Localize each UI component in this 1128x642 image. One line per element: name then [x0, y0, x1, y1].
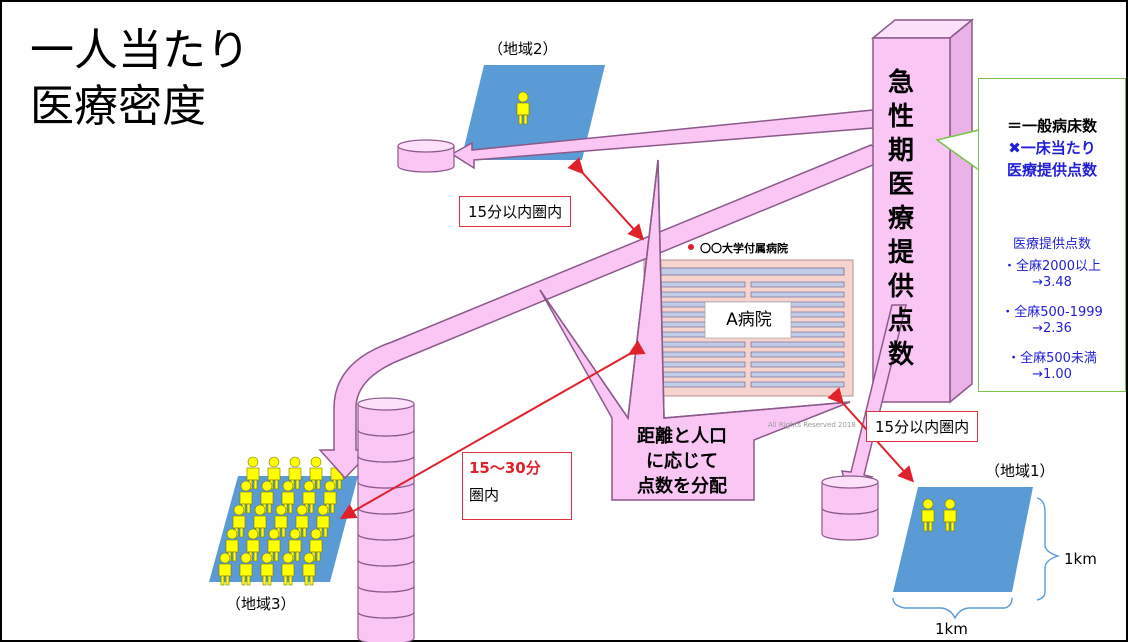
cylinder-segment: [357, 585, 415, 619]
hospital-window-row: [750, 381, 845, 388]
legend-formula-1: ＝一般病床数: [1006, 117, 1097, 135]
hospital-window-row: [750, 291, 845, 298]
legend-box: ＝一般病床数 ✖一床当たり 医療提供点数 医療提供点数 ・全麻2000以上 →3…: [978, 78, 1126, 392]
legend-formula-3: 医療提供点数: [1006, 161, 1097, 179]
hospital-window-row: [651, 361, 746, 368]
scale-bracket-horizontal: [892, 597, 1013, 620]
legend-header: 医療提供点数: [1012, 237, 1091, 252]
region-3-label: （地域3）: [226, 595, 296, 613]
hospital-window-row: [651, 341, 746, 348]
pillar-char: 療: [887, 204, 914, 234]
hospital-window-row: [651, 381, 746, 388]
region-2-plane: [461, 65, 605, 160]
callout-line-2: に応じて: [646, 451, 718, 472]
legend-value-2: →2.36: [1032, 321, 1072, 336]
hospital-name: A病院: [726, 310, 772, 330]
hospital-window-row: [750, 351, 845, 358]
scale-bracket-vertical: [1036, 497, 1061, 601]
distance-arrow-region-3: [339, 340, 646, 519]
cylinder-region-2: [397, 139, 455, 173]
hospital-watermark: All Rights Reserved 2018: [768, 421, 856, 429]
callout-line-1: 距離と人口: [637, 426, 727, 447]
hospital-window-row: [651, 371, 746, 378]
pillar-char: 点: [887, 306, 914, 336]
pillar-char: 急: [887, 68, 914, 98]
arrow-to-region-2: [450, 109, 874, 170]
cylinder-region-1: [821, 475, 879, 541]
cylinder-cap: [357, 397, 415, 411]
hospital-window-row: [750, 341, 845, 348]
legend-row-2: ・全麻500-1999: [1001, 305, 1103, 320]
cylinder-segment: [357, 559, 415, 593]
hospital-window-row: [651, 351, 746, 358]
hospital-cross-icon: [688, 244, 694, 250]
cylinder-segment: [357, 611, 415, 642]
time-box-region-3: 15〜30分 圏内: [462, 452, 572, 520]
legend-value-3: →1.00: [1032, 367, 1072, 382]
scale-label-horizontal: 1km: [935, 620, 968, 638]
hospital-window-row: [750, 371, 845, 378]
distance-arrow-region-2: [567, 157, 645, 241]
region-1-plane: [893, 487, 1033, 592]
hospital-sign: 〇〇大学付属病院: [700, 242, 788, 255]
hospital-building: [643, 259, 854, 397]
hospital-window-row: [750, 361, 845, 368]
region-2-label: （地域2）: [488, 40, 558, 58]
legend-value-1: →3.48: [1032, 275, 1072, 290]
legend-row-1: ・全麻2000以上: [1002, 259, 1102, 274]
pillar-char: 性: [887, 102, 914, 132]
time-box-region-1: 15分以内圏内: [866, 411, 979, 442]
scale-label-vertical: 1km: [1064, 550, 1097, 568]
cylinder-segment: [397, 145, 455, 173]
cylinder-region-3: [357, 397, 415, 642]
region-1-label: （地域1）: [985, 462, 1055, 480]
cylinder-cap: [821, 475, 879, 489]
page-title-line-1: 一人当たり: [30, 25, 250, 76]
pillar-char: 数: [887, 340, 914, 370]
hospital-window-row: [651, 291, 746, 298]
pillar-char: 供: [887, 272, 914, 302]
page-title-line-2: 医療密度: [30, 81, 206, 132]
legend-formula-2: ✖一床当たり: [1008, 139, 1096, 157]
pillar-char: 期: [887, 136, 914, 166]
cylinder-segment: [357, 533, 415, 567]
cylinder-segment: [821, 481, 879, 515]
pillar-char: 医: [887, 170, 914, 200]
cylinder-cap: [397, 139, 455, 153]
hospital-window-row: [750, 281, 845, 288]
cylinder-segment: [821, 507, 879, 541]
pillar-char: 提: [887, 238, 914, 268]
time-range-label: 15〜30分: [469, 459, 541, 477]
callout-line-3: 点数を分配: [637, 476, 727, 497]
time-box-region-2: 15分以内圏内: [459, 196, 572, 227]
hospital-window-row: [651, 281, 746, 288]
time-range-suffix: 圏内: [469, 486, 500, 504]
legend-row-3: ・全麻500未満: [1007, 351, 1097, 366]
